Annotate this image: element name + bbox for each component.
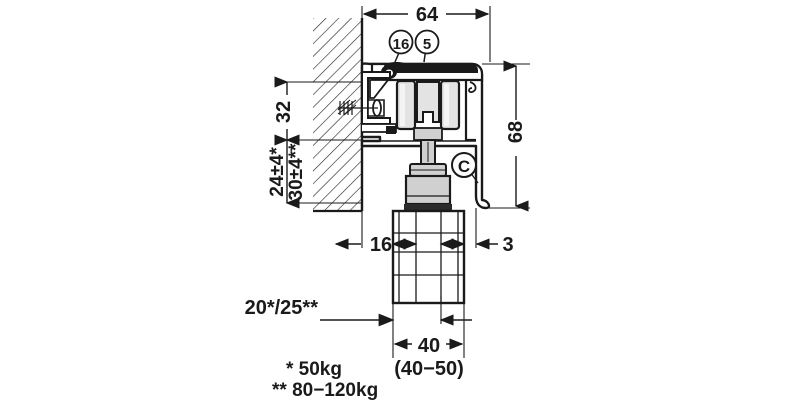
dim-40-label: 40 (418, 335, 440, 357)
dim-offset-label: 20*/25** (245, 297, 319, 319)
dimension-panel-width: 40 (40−50) (393, 333, 464, 380)
dimension-gap-16: 16 (334, 211, 466, 256)
door-panel (391, 209, 466, 305)
dim-32-label: 32 (273, 101, 295, 123)
dim-68-label: 68 (505, 121, 527, 143)
fixing-screw (337, 99, 378, 116)
callout-balloon-5: 5 (414, 29, 440, 63)
dimension-left-lower: 24±4* 30±4** (267, 134, 307, 209)
dimension-offset: 20*/25** (245, 296, 472, 358)
dim-30-label: 30±4** (286, 143, 307, 201)
wall-bracket (337, 71, 397, 134)
dim-40-50-label: (40−50) (394, 358, 464, 380)
dim-64-label: 64 (416, 4, 439, 26)
dimension-top-width: 64 (361, 3, 491, 62)
callout-balloon-16: 16 (388, 29, 414, 63)
roller-carriage (395, 79, 461, 211)
footnote-line-2: ** 80−120kg (272, 380, 378, 400)
dim-24-label: 24±4* (267, 147, 288, 197)
footnotes: * 50kg ** 80−120kg (272, 359, 378, 400)
balloon-16-label: 16 (393, 36, 410, 53)
detail-c-label: C (458, 157, 470, 176)
dim-16-label: 16 (370, 234, 392, 256)
callout-detail-c: C (451, 152, 479, 184)
dimension-right-height: 68 (482, 60, 530, 212)
balloon-5-label: 5 (423, 36, 431, 53)
dimension-gap-3: 3 (475, 208, 514, 256)
footnote-line-1: * 50kg (286, 359, 342, 380)
dimension-left-upper: 32 (273, 76, 300, 146)
dim-3-label: 3 (502, 234, 513, 256)
